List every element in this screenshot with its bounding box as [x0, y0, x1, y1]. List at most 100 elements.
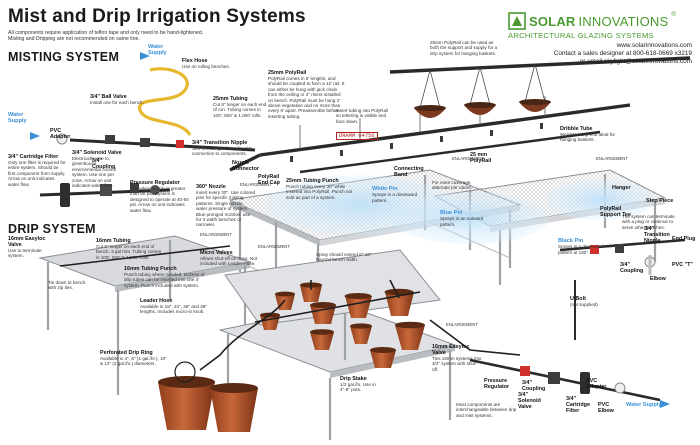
- micro-valves-callout: Micro Valves Allows shut-off on hose. No…: [200, 250, 264, 267]
- polyrail-title: 25mm PolyRail: [268, 70, 307, 76]
- drip-bench-left: [38, 235, 252, 395]
- dribble-tube-desc: Weighted drip-end ideal for hanging bask…: [560, 132, 616, 143]
- polyrail-hanging-callout: 25mm PolyRail can be used as both the su…: [430, 40, 498, 56]
- pvc-adapter-bottom-label: PVC Adapter: [586, 378, 607, 390]
- interchangeable-callout: Most components are interchangeable betw…: [456, 402, 518, 418]
- cartridge-filter-callout: 3/4" Cartridge Filter Only one filter is…: [8, 154, 66, 187]
- insert-tubing-desc: Insert tubing into PolyRail so lettering…: [336, 108, 389, 124]
- nozzle-connector-label: Nozzle Connector: [232, 160, 259, 172]
- black-pin-callout: Black Pin Sprays in a downward pattern a…: [558, 238, 614, 255]
- polyrail-callout: 25mm PolyRail PolyRail comes in 6' lengt…: [268, 70, 346, 119]
- cartridge-filter-desc: Only one filter is required for entire s…: [8, 160, 66, 187]
- transition-nipple-desc: Self-threading. Allows for 3/4" connecti…: [192, 146, 253, 157]
- nozzle-desc: Insert every 30". Use colored pins for s…: [196, 190, 256, 228]
- water-supply-bottom-label: Water Supply: [626, 402, 662, 408]
- section-misting: MISTING SYSTEM: [8, 50, 120, 64]
- micro-valves-title: Micro Valves: [200, 250, 233, 256]
- enlargement-tag: ENLARGEMENT: [258, 244, 290, 249]
- step-piece-label: Step Piece: [646, 198, 674, 204]
- easyloc-bottom-title: 16mm Easyloc Valve: [432, 344, 470, 356]
- tubing-16-title: 16mm Tubing: [96, 238, 131, 244]
- enlargement-tag: ENLARGEMENT: [596, 156, 628, 161]
- dribble-tube-callout: Dribble Tube Weighted drip-end ideal for…: [560, 126, 622, 143]
- drip-stake-title: Drip Stake: [340, 376, 367, 382]
- nozzle-title: 360° Nozzle: [196, 184, 226, 190]
- polyrail-endcap-label: PolyRail End Cap: [258, 174, 280, 186]
- hanging-baskets: [419, 63, 546, 109]
- spray-cloud-right: [390, 192, 550, 244]
- blue-pin-callout: Blue Pin Sprays in an outward pattern.: [440, 210, 488, 227]
- cartridge-filter-title: 3/4" Cartridge Filter: [8, 154, 59, 160]
- pressure-reg-bottom-label: Pressure Regulator: [484, 378, 510, 390]
- solenoid-bottom-label: 3/4" Solenoid Valve: [518, 392, 541, 410]
- pvc-elbow-bottom-label: PVC Elbow: [598, 402, 614, 414]
- pvc-t-label: PVC "T": [672, 262, 693, 268]
- solenoid-desc: Electrically wire to greenhouse environm…: [72, 156, 116, 189]
- tubing-25-desc: Cut 8" longer on each end of run. Tubing…: [213, 102, 267, 118]
- tubing-punch-16-title: 16mm Tubing Punch: [124, 266, 177, 272]
- contact-phone: Contact a sales designer at 800-618-0669…: [553, 50, 692, 57]
- tie-down-callout: Tie down to bench with zip ties.: [48, 280, 92, 291]
- ball-valve-desc: Install one for each bench.: [90, 100, 144, 105]
- connecting-band-label: Connecting Band: [394, 166, 424, 178]
- polyrail-hanging-desc: 25mm PolyRail can be used as both the su…: [430, 40, 498, 56]
- section-drip: DRIP SYSTEM: [8, 222, 96, 236]
- spray-extend-desc: Spray should extend 6"-10" beyond bench …: [316, 252, 372, 263]
- white-pin-title: White Pin: [372, 186, 398, 192]
- spray-cloud-far: [545, 180, 655, 220]
- pressure-reg-callout: Pressure Regulator Use when supply is gr…: [130, 180, 190, 213]
- logo-mark: [508, 12, 526, 30]
- insert-tubing-callout: Insert tubing into PolyRail so lettering…: [336, 108, 392, 142]
- easyloc-left-callout: 16mm Easyloc Valve Use to terminate syst…: [8, 236, 58, 259]
- supply-manifold-top: [56, 133, 256, 152]
- transition-nipple-title: 3/4" Transition Nipple: [192, 140, 248, 146]
- polyrail-support-label: PolyRail Support Tee: [600, 206, 632, 218]
- solenoid-title: 3/4" Solenoid Valve: [72, 150, 122, 156]
- coupling-bottom-label: 3/4" Coupling: [522, 380, 546, 392]
- tubing-code-stamp: DRAMM 04756: [336, 132, 378, 141]
- drip-stake-desc: 1/2 gal./hr. Use in 4"-8" pots.: [340, 382, 376, 393]
- perforated-drip-desc: Available in 4", 6" (1 gal./hr.), 10" & …: [100, 356, 167, 367]
- perforated-drip-ring: [174, 361, 196, 383]
- interchangeable-desc: Most components are interchangeable betw…: [456, 402, 517, 418]
- enlargement-tag: ENLARGEMENT: [200, 232, 232, 237]
- polyrail-desc: PolyRail comes in 6' lengths, and should…: [268, 76, 345, 119]
- leader-hose-callout: Leader Hose Available in 18", 24", 36" a…: [140, 298, 208, 315]
- cartridge-filter-unit: [39, 183, 171, 207]
- u-bolt-callout: U Bolt (not supplied): [570, 296, 610, 307]
- tubing-punch-25-desc: Punch tubing every 30" while inserted in…: [286, 184, 353, 200]
- tubing-punch-25-title: 25mm Tubing Punch: [286, 178, 339, 184]
- contact-website[interactable]: www.solarinnovations.com: [616, 42, 692, 49]
- tubing-25-title: 25mm Tubing: [213, 96, 248, 102]
- even-coverage-callout: For even coverage, alternate pin colors.: [432, 180, 490, 191]
- tubing-25-callout: 25mm Tubing Cut 8" longer on each end of…: [213, 96, 271, 118]
- contact-email[interactable]: or email skylight@solarinnovations.com: [579, 58, 692, 65]
- cartridge-bottom-label: 3/4" Cartridge Filter: [566, 396, 590, 414]
- water-supply-top-label: Water Supply: [148, 44, 167, 57]
- polyrail-25mm-label: 25 mm PolyRail: [470, 152, 492, 164]
- black-pin-desc: Sprays in a downward pattern at 180°.: [558, 244, 604, 255]
- perforated-drip-callout: Perforated Drip Ring Available in 4", 6"…: [100, 350, 170, 367]
- tubing-punch-25-callout: 25mm Tubing Punch Punch tubing every 30"…: [286, 178, 356, 200]
- logo-solar: SOLAR: [529, 13, 576, 29]
- terminate-desc: The system can terminate with a plug or …: [622, 214, 675, 230]
- u-bolt-title: U Bolt: [570, 296, 586, 302]
- elbow-label: Elbow: [650, 276, 666, 282]
- water-arrows: [30, 52, 670, 408]
- ball-valve-title: 3/4" Ball Valve: [90, 94, 127, 100]
- blue-pin-title: Blue Pin: [440, 210, 463, 216]
- dribble-tube-title: Dribble Tube: [560, 126, 593, 132]
- logo-subtitle: ARCHITECTURAL GLAZING SYSTEMS: [508, 31, 654, 40]
- bottom-right-components: [469, 358, 661, 402]
- even-coverage-desc: For even coverage, alternate pin colors.: [432, 180, 473, 191]
- hanger-label: Hanger: [612, 185, 631, 191]
- basket-bowls: [414, 99, 551, 118]
- drip-tubing: [59, 245, 521, 371]
- right-components: [559, 238, 686, 340]
- tie-down-desc: Tie down to bench with zip ties.: [48, 280, 86, 291]
- polyrail-overhead: [229, 56, 691, 174]
- transition-nipple-right-label: 3/4" Transition Nipple: [644, 226, 670, 244]
- enlargement-tag: ENLARGEMENT: [452, 156, 484, 161]
